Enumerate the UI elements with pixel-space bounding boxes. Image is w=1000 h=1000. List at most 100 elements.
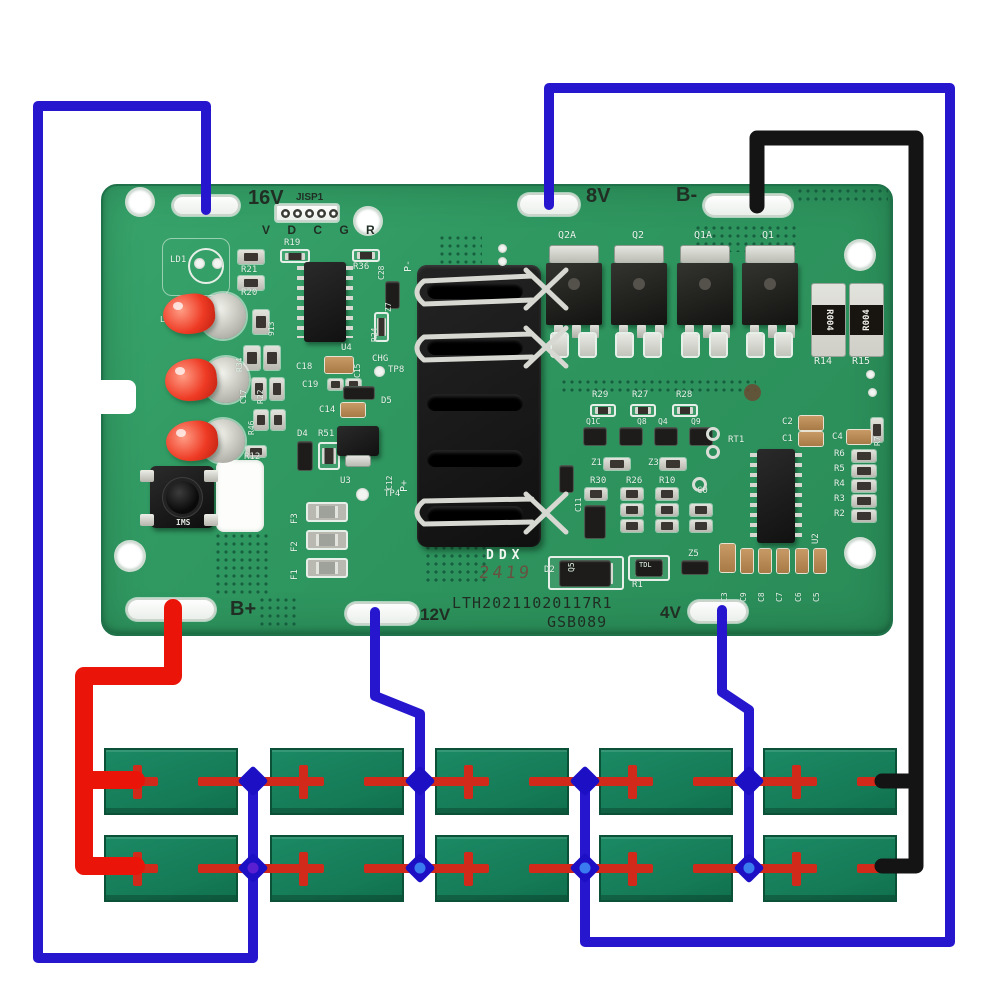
silk-label: L [160, 315, 165, 324]
silk-label: 16V [248, 187, 284, 209]
led-highlight [173, 302, 183, 310]
silk-label: R27 [632, 390, 649, 400]
shunt-value-text: R004 [823, 309, 834, 331]
terminal-plus [258, 864, 324, 873]
silk-label: R1 [632, 580, 643, 590]
mosfet-dot [699, 278, 711, 290]
silk-label: R34 [235, 357, 244, 372]
ld1-pad [212, 258, 223, 269]
smd-resistor [621, 488, 643, 500]
ic-u2 [750, 449, 802, 543]
smd-outlined [352, 249, 380, 262]
terminal-plus [299, 851, 308, 886]
terminal-plus [464, 851, 473, 886]
silk-label: C3 [720, 592, 729, 602]
smd-resistor [621, 520, 643, 532]
led-highlight [176, 429, 186, 437]
silk-label: R20 [241, 288, 258, 298]
silk-label: P+ [399, 479, 410, 492]
terminal-minus [857, 864, 910, 873]
silk-label: F3 [290, 513, 300, 524]
smd-resistor [254, 410, 268, 430]
mounting-hole [355, 208, 381, 234]
silk-label: C11 [574, 497, 583, 512]
clamp-slot [427, 394, 523, 411]
mosfet-body [611, 263, 667, 325]
mosfet-body [546, 263, 602, 325]
via-pad [866, 370, 875, 379]
mounting-hole [846, 241, 874, 269]
silk-label: R22 [256, 389, 265, 404]
mosfet-pad [776, 334, 791, 356]
mosfet-dot [633, 278, 645, 290]
via-dot-grid [560, 378, 756, 394]
silk-label: Q2A [558, 230, 577, 241]
clamp-slot [427, 338, 523, 355]
smd-diode [620, 428, 642, 445]
terminal-plus [133, 764, 142, 799]
smd-resistor [852, 495, 876, 507]
smd-outlined [280, 249, 310, 263]
silk-label: R36 [353, 262, 370, 272]
pad-12v [345, 602, 419, 625]
ic-u4 [297, 262, 353, 342]
silk-label: Q1 [762, 230, 775, 241]
fuse [306, 502, 348, 522]
via-dot-grid [214, 532, 270, 596]
mosfet-pad [645, 334, 660, 356]
silk-label: Q1A [694, 230, 713, 241]
shunt-resistor: R004 [812, 284, 845, 356]
smd-resistor [852, 450, 876, 462]
pad-b-plus [126, 598, 216, 621]
brown-blob [744, 384, 761, 401]
mosfet-body [742, 263, 798, 325]
mosfet-pad [683, 334, 698, 356]
silk-label: R7 [873, 436, 882, 446]
terminal-plus [792, 764, 801, 799]
silk-label: C18 [296, 362, 313, 372]
reset-button-cap [166, 481, 199, 514]
board-model-text: GSB089 [547, 613, 608, 631]
silk-label: Q5 [567, 562, 576, 572]
jisp1-pin [317, 209, 326, 218]
pad-b-minus [703, 194, 793, 217]
silk-label: B+ [230, 598, 257, 620]
smd-resistor [852, 510, 876, 522]
silk-label: F2 [290, 541, 300, 552]
silk-label: U2 [811, 533, 821, 544]
smd-diode [682, 561, 708, 574]
mosfet-pad [748, 334, 763, 356]
mosfet-tab [681, 246, 729, 263]
jisp1-pin [281, 209, 290, 218]
smd-capacitor [759, 549, 771, 573]
silk-label: R4 [834, 479, 845, 489]
fuse [306, 558, 348, 578]
blank-label-area [216, 460, 264, 532]
mounting-hole [116, 542, 144, 570]
silk-label: R28 [676, 390, 693, 400]
smd-resistor [852, 480, 876, 492]
silk-label: C8 [757, 592, 766, 602]
smd-diode [298, 442, 312, 470]
silk-label: Z1 [591, 458, 602, 468]
silk-label: C28 [377, 265, 386, 280]
silk-label: Q1C [586, 417, 601, 426]
via-dot-grid [796, 187, 888, 202]
smd-resistor [270, 378, 284, 400]
switch-pin [140, 514, 154, 526]
silk-label: C6 [794, 592, 803, 602]
smd-capacitor [741, 549, 753, 573]
button-label: IMS [176, 518, 191, 527]
smd-capacitor [325, 357, 353, 373]
terminal-minus [529, 864, 582, 873]
smd-diode [655, 428, 677, 445]
silk-label: 8V [586, 185, 611, 207]
mosfet-body [677, 263, 733, 325]
fuse [306, 530, 348, 550]
pad-16v [172, 195, 240, 216]
smd-resistor [660, 458, 686, 470]
silk-label: C15 [353, 363, 362, 378]
silk-label: V D C G R [262, 223, 382, 237]
terminal-plus [587, 864, 653, 873]
silk-label: JISP1 [296, 192, 324, 203]
